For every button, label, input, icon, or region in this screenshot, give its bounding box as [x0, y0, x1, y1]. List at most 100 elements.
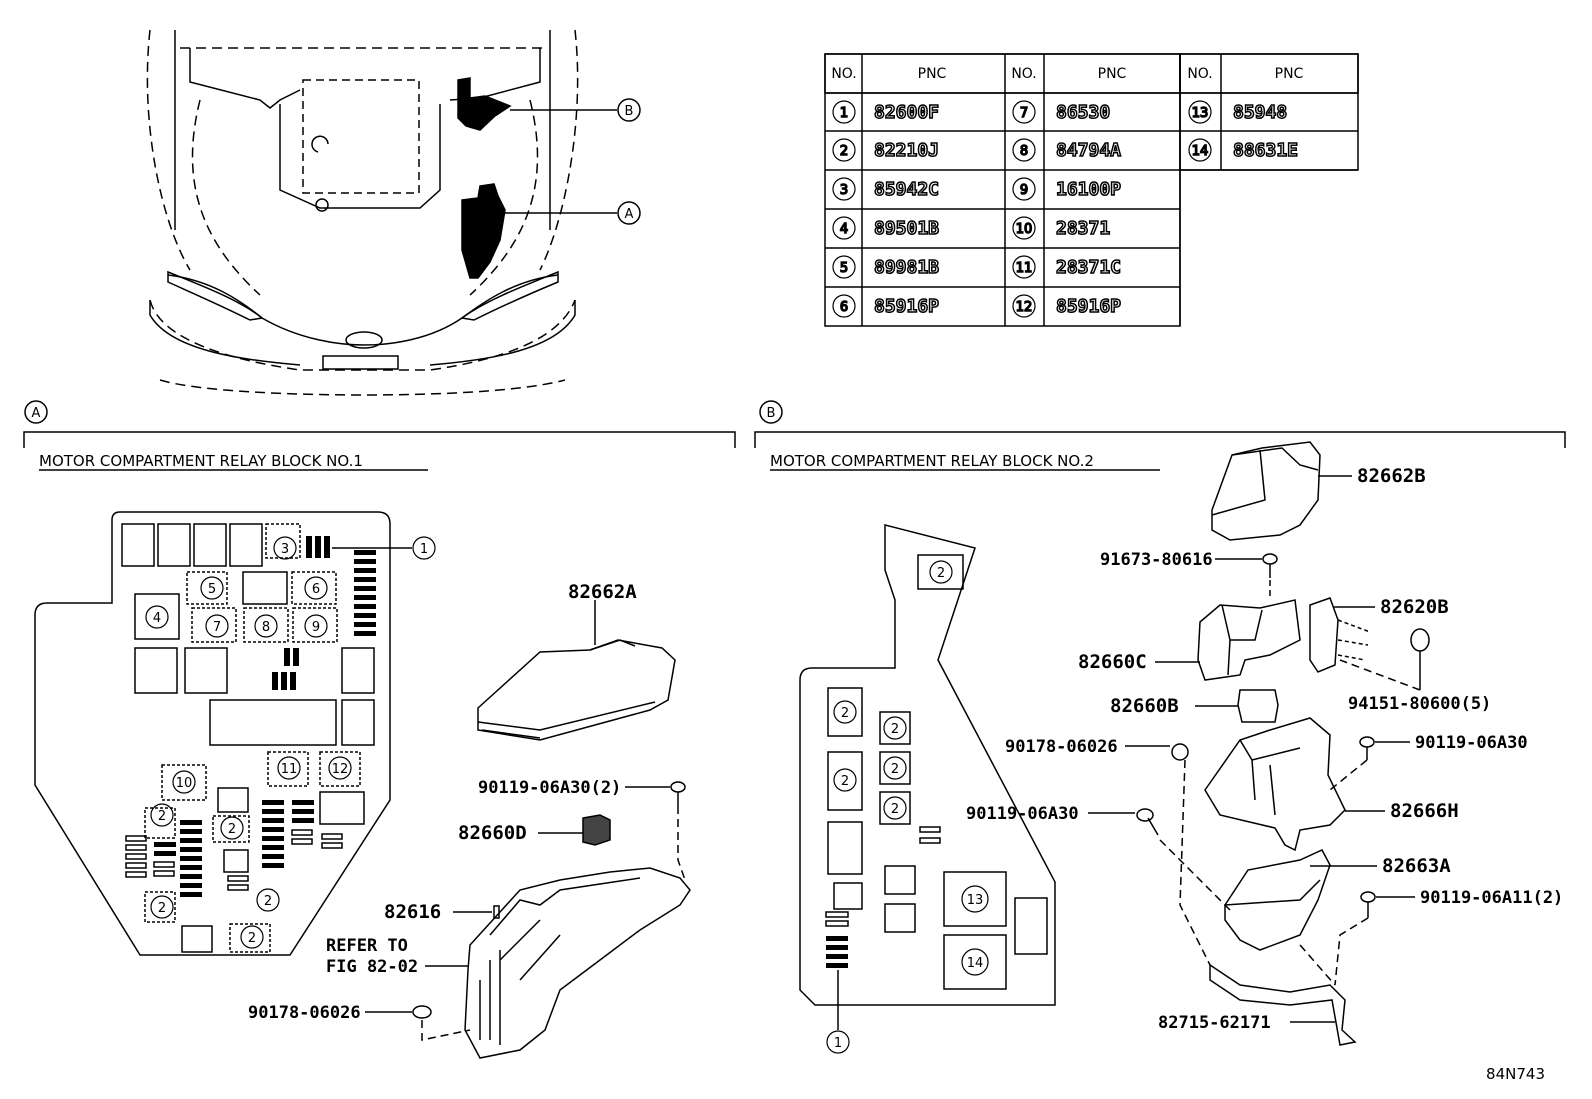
table-no: 4 — [840, 222, 848, 237]
table-no: 5 — [840, 261, 848, 276]
callout-10: 10 — [176, 776, 193, 791]
holder-b — [1237, 689, 1279, 723]
block-b-title: MOTOR COMPARTMENT RELAY BLOCK NO.2 — [770, 452, 1094, 470]
frame-b — [754, 431, 1566, 448]
table-no-circle — [1012, 177, 1036, 201]
label-refer-to: REFER TO — [326, 936, 408, 956]
relay-block-b — [1197, 599, 1301, 681]
callout-2: 2 — [841, 774, 849, 789]
stay-b — [1209, 963, 1357, 1046]
table-no-circle — [832, 294, 856, 318]
relay-block-cover-a — [477, 639, 676, 741]
car-top-view — [146, 29, 617, 396]
table-header-pnc: PNC — [1275, 66, 1304, 82]
table-pnc: 85942C — [874, 179, 939, 200]
label-82616: 82616 — [384, 901, 441, 923]
label-82660D: 82660D — [458, 822, 527, 844]
label-82662A: 82662A — [568, 581, 637, 603]
table-pnc: 88631E — [1233, 140, 1298, 161]
bolt-2-b — [1360, 891, 1376, 918]
callout-13: 13 — [967, 893, 984, 908]
callout-9: 9 — [312, 620, 320, 635]
table-pnc: 86530 — [1056, 102, 1110, 123]
label-91673-80616: 91673-80616 — [1100, 550, 1213, 570]
table-no-circle — [1188, 138, 1212, 162]
bracket-b — [1309, 597, 1371, 673]
table-no: 3 — [840, 183, 848, 198]
location-b-mark — [457, 77, 512, 131]
nut-b — [1171, 743, 1189, 761]
small-fuse-outlines-a — [125, 829, 343, 891]
table-no: 6 — [840, 300, 848, 315]
callout-2: 2 — [891, 762, 899, 777]
table-pnc: 82600F — [874, 102, 939, 123]
table-no: 11 — [1016, 261, 1033, 276]
label-90119-06A30-2: 90119-06A30(2) — [478, 778, 621, 798]
bolt-right-b — [1359, 736, 1375, 760]
label-90178-06026-b: 90178-06026 — [1005, 737, 1118, 757]
callout-4: 4 — [153, 611, 161, 626]
case-b — [1204, 717, 1346, 852]
bolt-left-b — [1136, 808, 1159, 836]
callout-2: 2 — [937, 566, 945, 581]
frame-a — [23, 431, 736, 448]
callout-1: 1 — [834, 1036, 842, 1051]
callout-5: 5 — [208, 582, 216, 597]
pnc-table — [824, 53, 1359, 327]
block-a-title: MOTOR COMPARTMENT RELAY BLOCK NO.1 — [39, 452, 363, 470]
table-no-circle — [832, 138, 856, 162]
table-pnc: 85948 — [1233, 102, 1287, 123]
figure-code: 84N743 — [1486, 1065, 1545, 1083]
callout-2: 2 — [841, 706, 849, 721]
table-pnc: 28371C — [1056, 257, 1121, 278]
callout-7: 7 — [213, 620, 221, 635]
table-pnc: 82210J — [874, 140, 939, 161]
table-no: 12 — [1016, 300, 1033, 315]
label-82660C: 82660C — [1078, 651, 1147, 673]
table-pnc: 85916P — [1056, 296, 1121, 317]
callout-b-section-letter: B — [767, 406, 776, 421]
relay-block-case-a — [464, 867, 691, 1059]
label-94151-80600-5: 94151-80600(5) — [1348, 694, 1491, 714]
callout-a-top — [617, 201, 641, 225]
table-no: 13 — [1192, 106, 1209, 121]
table-no: 8 — [1020, 144, 1028, 159]
label-82663A: 82663A — [1382, 855, 1451, 877]
table-no: 1 — [840, 106, 848, 121]
table-no: 9 — [1020, 183, 1028, 198]
label-fig-82-02: FIG 82-02 — [326, 957, 418, 977]
callout-11: 11 — [281, 762, 298, 777]
table-header-pnc: PNC — [918, 66, 947, 82]
label-82660B: 82660B — [1110, 695, 1179, 717]
table-no-circle — [1012, 294, 1036, 318]
callout-a-section — [24, 400, 48, 424]
callout-2: 2 — [228, 822, 236, 837]
lower-cover-b — [1224, 849, 1331, 951]
table-no-circle — [832, 100, 856, 124]
location-a-mark — [461, 183, 506, 279]
table-pnc: 89981B — [874, 257, 939, 278]
callout-6: 6 — [312, 582, 320, 597]
callout-2: 2 — [158, 809, 166, 824]
relay-block-1-layout — [34, 511, 391, 956]
callout-2: 2 — [158, 901, 166, 916]
relay-holder-a — [582, 814, 611, 846]
table-no-circle — [1188, 100, 1212, 124]
label-82662B: 82662B — [1357, 465, 1426, 487]
table-pnc: 84794A — [1056, 140, 1121, 161]
relay-block-2-layout — [799, 524, 1056, 1006]
pin-a — [493, 905, 500, 919]
nut-5-b — [1410, 628, 1430, 690]
callout-b-top — [617, 98, 641, 122]
table-header-no: NO. — [1011, 66, 1036, 82]
table-no: 10 — [1016, 222, 1033, 237]
table-header-no: NO. — [1187, 66, 1212, 82]
callout-a-top-letter: A — [625, 207, 634, 222]
callout-b-top-letter: B — [625, 104, 634, 119]
table-no: 7 — [1020, 106, 1028, 121]
callout-8: 8 — [262, 620, 270, 635]
table-no-circle — [1012, 216, 1036, 240]
table-pnc: 28371 — [1056, 218, 1110, 239]
callout-12: 12 — [332, 762, 349, 777]
